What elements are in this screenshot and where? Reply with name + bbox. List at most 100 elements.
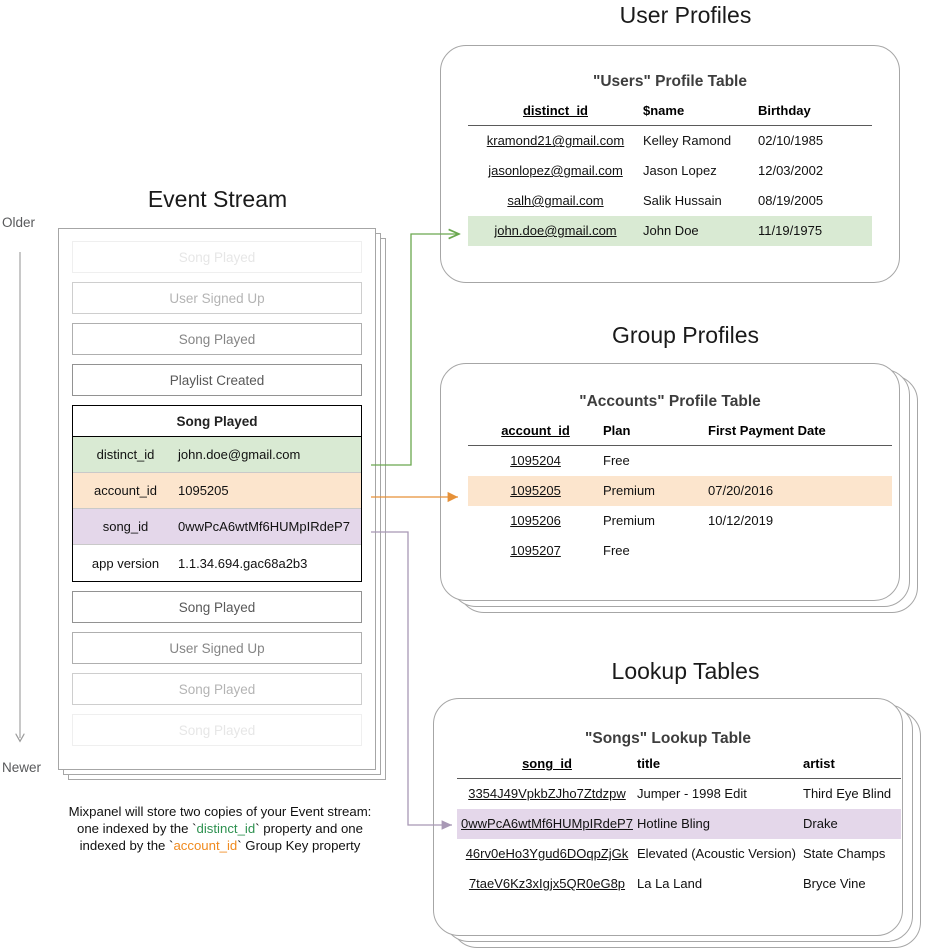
cell-birthday: 08/19/2005	[758, 193, 824, 208]
cell-name: John Doe	[643, 215, 758, 246]
event-property-value: 1.1.34.694.gac68a2b3	[178, 555, 308, 571]
event-item[interactable]: Song Played	[72, 241, 362, 273]
cell-title: Hotline Bling	[637, 808, 803, 839]
cell-birthday: 12/03/2002	[758, 163, 824, 178]
caption-token-account-id: account_id	[173, 838, 238, 853]
songs-col-title: title	[637, 756, 661, 771]
cell-artist: Drake	[803, 808, 901, 839]
caption-line-3: indexed by the `account_id` Group Key pr…	[25, 837, 415, 854]
cell-song-id: 3354J49VpkbZJho7Ztdzpw	[468, 786, 626, 802]
cell-song-id: 7taeV6Kz3xIgjx5QR0eG8p	[468, 876, 626, 891]
caption-line-1: Mixpanel will store two copies of your E…	[68, 804, 372, 819]
accounts-table-header-row: account_id Plan First Payment Date	[468, 423, 892, 446]
cell-distinct-id: kramond21@gmail.com	[486, 133, 625, 149]
table-row[interactable]: salh@gmail.com Salik Hussain 08/19/2005	[468, 186, 872, 216]
event-property-key: app version	[91, 555, 160, 571]
cell-birthday: 02/10/1985	[758, 133, 824, 149]
songs-lookup-card: "Songs" Lookup Table song_id title artis…	[433, 698, 928, 948]
table-row[interactable]: 1095207 Free	[468, 536, 892, 566]
cell-account-id: 1095205	[510, 483, 561, 498]
accounts-table: account_id Plan First Payment Date 10952…	[468, 423, 892, 566]
event-item[interactable]: Song Played	[72, 673, 362, 705]
accounts-col-first-payment-date: First Payment Date	[708, 423, 826, 438]
event-property-row-distinct-id: distinct_id john.doe@gmail.com	[73, 437, 361, 473]
event-item[interactable]: Playlist Created	[72, 364, 362, 396]
cell-distinct-id: john.doe@gmail.com	[494, 223, 617, 238]
users-profile-card: "Users" Profile Table distinct_id $name …	[440, 45, 910, 285]
cell-first-payment-date: 10/12/2019	[708, 513, 774, 528]
event-property-value: 0wwPcA6wtMf6HUMpIRdeP7	[178, 519, 350, 534]
cell-account-id: 1095207	[510, 543, 561, 558]
event-stream-list: Song Played User Signed Up Song Played P…	[58, 228, 376, 770]
accounts-table-title: "Accounts" Profile Table	[579, 393, 761, 410]
cell-title: Jumper - 1998 Edit	[637, 786, 747, 802]
songs-col-song-id: song_id	[522, 756, 572, 771]
expanded-event-card[interactable]: Song Played distinct_id john.doe@gmail.c…	[72, 405, 362, 582]
caption-line-3-post: ` Group Key property	[237, 838, 361, 853]
songs-table-header-row: song_id title artist	[457, 756, 901, 779]
event-property-value: john.doe@gmail.com	[178, 447, 301, 462]
section-title-lookup-tables: Lookup Tables	[611, 658, 760, 684]
table-row-highlighted[interactable]: 0wwPcA6wtMf6HUMpIRdeP7 Hotline Bling Dra…	[457, 808, 901, 839]
section-title-user-profiles: User Profiles	[619, 2, 752, 28]
section-title-event-stream: Event Stream	[147, 186, 288, 212]
event-property-row-account-id: account_id 1095205	[73, 473, 361, 509]
caption-line-3-pre: indexed by the `	[79, 838, 174, 853]
event-property-value: 1095205	[178, 483, 229, 498]
event-item[interactable]: Song Played	[72, 323, 362, 355]
users-table: distinct_id $name Birthday kramond21@gma…	[468, 103, 872, 246]
timeline-label-newer: Newer	[2, 760, 42, 775]
table-row[interactable]: 1095204 Free	[468, 446, 892, 476]
accounts-col-account-id: account_id	[501, 423, 570, 438]
event-property-key: song_id	[102, 519, 149, 534]
cell-name: Kelley Ramond	[643, 133, 732, 149]
accounts-col-plan: Plan	[603, 423, 631, 438]
table-row[interactable]: kramond21@gmail.com Kelley Ramond 02/10/…	[468, 126, 872, 156]
caption-text: Mixpanel will store two copies of your E…	[25, 803, 415, 854]
cell-account-id: 1095206	[510, 513, 561, 528]
cell-distinct-id: salh@gmail.com	[507, 193, 604, 208]
table-row[interactable]: 3354J49VpkbZJho7Ztdzpw Jumper - 1998 Edi…	[457, 779, 901, 809]
songs-table-title: "Songs" Lookup Table	[585, 730, 751, 747]
songs-table: song_id title artist 3354J49VpkbZJho7Ztd…	[457, 756, 901, 899]
cell-account-id: 1095204	[510, 453, 561, 469]
timeline-label-older: Older	[2, 215, 36, 230]
event-item[interactable]: Song Played	[72, 714, 362, 746]
cell-artist: State Champs	[803, 846, 886, 861]
cell-first-payment-date	[708, 446, 892, 476]
table-row-highlighted[interactable]: 1095205 Premium 07/20/2016	[468, 475, 892, 506]
cell-name: Salik Hussain	[643, 193, 722, 208]
caption-line-2-pre: one indexed by the `	[77, 821, 197, 836]
event-item[interactable]: User Signed Up	[72, 282, 362, 314]
caption-line-2: one indexed by the `distinct_id` propert…	[25, 820, 415, 837]
event-item[interactable]: Song Played	[72, 591, 362, 623]
event-item[interactable]: User Signed Up	[72, 632, 362, 664]
cell-artist: Third Eye Blind	[803, 786, 892, 802]
expanded-event-name: Song Played	[73, 406, 361, 437]
cell-title: Elevated (Acoustic Version)	[637, 846, 796, 861]
cell-first-payment-date: 07/20/2016	[708, 475, 892, 506]
table-row[interactable]: jasonlopez@gmail.com Jason Lopez 12/03/2…	[468, 156, 872, 186]
event-stream-panel: Song Played User Signed Up Song Played P…	[58, 228, 388, 780]
cell-song-id: 0wwPcA6wtMf6HUMpIRdeP7	[461, 816, 633, 831]
timeline-axis: Older Newer	[0, 215, 70, 785]
table-row[interactable]: 46rv0eHo3Ygud6DOqpZjGk Elevated (Acousti…	[457, 839, 901, 869]
caption-line-2-post: ` property and one	[255, 821, 363, 836]
cell-plan: Premium	[603, 475, 708, 506]
users-col-birthday: Birthday	[758, 103, 811, 118]
users-table-title: "Users" Profile Table	[593, 73, 747, 90]
cell-plan: Free	[603, 453, 630, 469]
event-property-row-app-version: app version 1.1.34.694.gac68a2b3	[73, 545, 361, 581]
users-col-distinct-id: distinct_id	[522, 103, 588, 118]
table-row[interactable]: 1095206 Premium 10/12/2019	[468, 506, 892, 536]
cell-plan: Premium	[603, 513, 656, 528]
accounts-profile-card: "Accounts" Profile Table account_id Plan…	[440, 363, 920, 613]
cell-birthday: 11/19/1975	[758, 215, 872, 246]
cell-song-id: 46rv0eHo3Ygud6DOqpZjGk	[465, 846, 629, 861]
cell-first-payment-date	[708, 536, 892, 566]
event-property-row-song-id: song_id 0wwPcA6wtMf6HUMpIRdeP7	[73, 509, 361, 545]
event-property-key: account_id	[94, 483, 157, 498]
table-row[interactable]: 7taeV6Kz3xIgjx5QR0eG8p La La Land Bryce …	[457, 869, 901, 899]
table-row-highlighted[interactable]: john.doe@gmail.com John Doe 11/19/1975	[468, 215, 872, 246]
